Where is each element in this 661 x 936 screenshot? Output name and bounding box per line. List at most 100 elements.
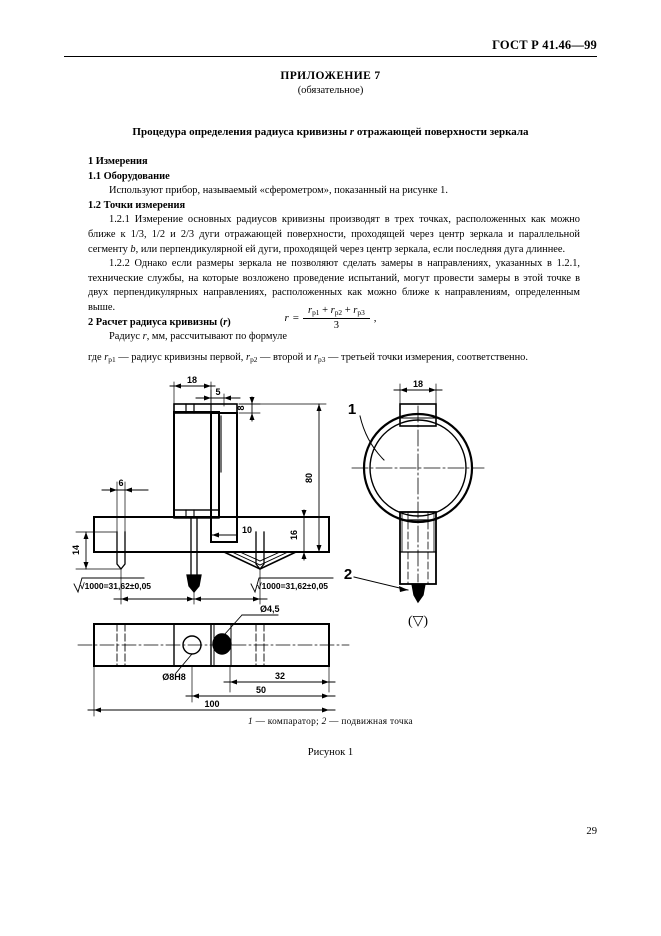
formula-denominator: 3 xyxy=(333,320,339,331)
paragraph-2-b: , мм, рассчитывают по формуле xyxy=(146,331,287,343)
label-dim-6: 6 xyxy=(118,478,123,488)
term-rp1: r xyxy=(307,305,313,316)
arrow-14-top xyxy=(83,532,89,539)
formula-fraction: rp1 + rp2 + rp3 3 xyxy=(302,305,370,331)
label-dim-8: 8 xyxy=(236,405,246,410)
legend-item-2-number: 2 xyxy=(321,717,327,727)
probe-tip xyxy=(186,574,202,594)
leader-probe-hole xyxy=(223,614,243,636)
legend-rp2-sub: p2 xyxy=(250,355,258,364)
arrow-8-top xyxy=(249,397,255,404)
arrow-side18-left xyxy=(400,387,407,393)
formula-numerator: rp1 + rp2 + rp3 xyxy=(303,305,370,318)
arrow-span-4 xyxy=(253,596,260,602)
formula-comma: , xyxy=(373,312,377,324)
arrow-16-bottom xyxy=(301,552,307,559)
arrow-6-left xyxy=(110,487,117,493)
v-hatch-1 xyxy=(231,551,261,566)
label-side-dim-18: 18 xyxy=(413,379,423,389)
arrow-18-right xyxy=(204,383,211,389)
clause-text-1-2-2: Однако если размеры зеркала не позволяют… xyxy=(88,258,580,313)
arrow-side18-right xyxy=(429,387,436,393)
term-rp3-sub: p3 xyxy=(357,308,365,317)
heading-2-b: ) xyxy=(227,316,231,328)
page-title-after: отражающей поверхности зеркала xyxy=(354,126,529,138)
arrow-100-left xyxy=(94,707,101,713)
arrow-50-left xyxy=(192,693,199,699)
paragraph-1-2-2: 1.2.2 Однако если размеры зеркала не поз… xyxy=(88,257,580,315)
arrow-8-bottom xyxy=(249,413,255,420)
arrow-32-left xyxy=(230,679,237,685)
arrow-5-right xyxy=(224,395,231,401)
formula-legend: где rp1 — радиус кривизны первой, rp2 — … xyxy=(88,352,580,364)
body-text: 1 Измерения 1.1 Оборудование Используют … xyxy=(88,155,580,345)
formula-plus-2: + xyxy=(344,305,351,316)
label-bore-8h8: Ø8H8 xyxy=(162,672,186,682)
figure-spherometer-drawing: 18 5 8 80 16 6 14 10 √1000=31,62±0,05 √1… xyxy=(64,372,597,722)
heading-1: 1 Измерения xyxy=(88,156,148,167)
arrow-14-bottom xyxy=(83,562,89,569)
v-hatch-2 xyxy=(239,551,261,562)
arrow-5-left xyxy=(204,395,211,401)
term-rp2-sub: p2 xyxy=(334,308,343,317)
appendix-subtitle: (обязательное) xyxy=(297,85,364,96)
heading-1-1: 1.1 Оборудование xyxy=(88,170,170,182)
label-dim-18: 18 xyxy=(187,375,197,385)
spherometer-svg: 18 5 8 80 16 6 14 10 √1000=31,62±0,05 √1… xyxy=(71,375,485,717)
arrow-10-left xyxy=(212,532,219,538)
label-dim-100: 100 xyxy=(204,699,219,709)
v-hatch-4 xyxy=(259,551,289,566)
arrow-16-top xyxy=(301,510,307,517)
paragraph-2: Радиус r, мм, рассчитывают по формуле xyxy=(88,330,580,345)
paragraph-2-a: Радиус xyxy=(109,331,143,343)
v-hatch-3 xyxy=(259,551,281,562)
formula-plus-1: + xyxy=(322,305,328,316)
v-groove-outline xyxy=(222,550,298,570)
page-title-symbol: r xyxy=(349,126,355,138)
legend-desc-2: — второй и xyxy=(257,352,314,363)
page-title-before: Процедура определения радиуса кривизны xyxy=(132,126,350,138)
fraction-bar xyxy=(302,318,370,319)
page-header-standard: ГОСТ Р 41.46—99 xyxy=(492,38,597,52)
label-dim-80: 80 xyxy=(304,473,314,483)
legend-desc-1: — радиус кривизны первой, xyxy=(115,352,247,363)
formula-lhs: r xyxy=(284,312,289,324)
formula-equals: = xyxy=(292,312,299,324)
label-span-right: √1000=31,62±0,05 xyxy=(257,581,328,591)
arrow-span-2 xyxy=(187,596,194,602)
label-item-1: 1 xyxy=(348,401,356,418)
header-divider xyxy=(64,56,597,57)
legend-item-1-text: — компаратор; xyxy=(252,717,322,727)
label-dim-16: 16 xyxy=(289,530,299,540)
label-dim-10: 10 xyxy=(242,525,252,535)
arrow-100-right xyxy=(322,707,329,713)
radical-right xyxy=(250,577,334,594)
page-title: Процедура определения радиуса кривизны r… xyxy=(64,126,597,138)
page-number: 29 xyxy=(586,826,597,837)
appendix-title: ПРИЛОЖЕНИЕ 7 xyxy=(280,70,381,82)
arrow-span-3 xyxy=(194,596,201,602)
leader-bore xyxy=(175,653,193,674)
legend-rp3-sub: p3 xyxy=(318,355,326,364)
heading-2-a: 2 Расчет радиуса кривизны ( xyxy=(88,316,224,328)
arrow-6-right xyxy=(125,487,132,493)
legend-rp2: r xyxy=(246,352,251,363)
label-dia-45: Ø4,5 xyxy=(260,604,280,614)
paragraph-1-2-1: 1.2.1 Измерение основных радиусов кривиз… xyxy=(88,213,580,257)
term-rp2: r xyxy=(330,305,335,316)
label-item-2: 2 xyxy=(344,566,352,583)
arrow-18-left xyxy=(174,383,181,389)
paragraph-2-symbol: r xyxy=(142,331,147,343)
label-dim-14: 14 xyxy=(71,545,81,555)
leader-item-2 xyxy=(353,576,409,591)
label-dim-50: 50 xyxy=(256,685,266,695)
heading-2: 2 Расчет радиуса кривизны (r) xyxy=(88,316,580,331)
arrow-50-right xyxy=(322,693,329,699)
arrow-item-2 xyxy=(399,586,408,592)
arrow-span-1 xyxy=(121,596,128,602)
clause-number-1-2-1: 1.2.1 xyxy=(109,214,130,226)
legend-lead: где xyxy=(88,352,105,363)
radius-formula: r = rp1 + rp2 + rp3 3 , xyxy=(64,305,597,331)
arrow-80-bottom xyxy=(316,545,322,552)
